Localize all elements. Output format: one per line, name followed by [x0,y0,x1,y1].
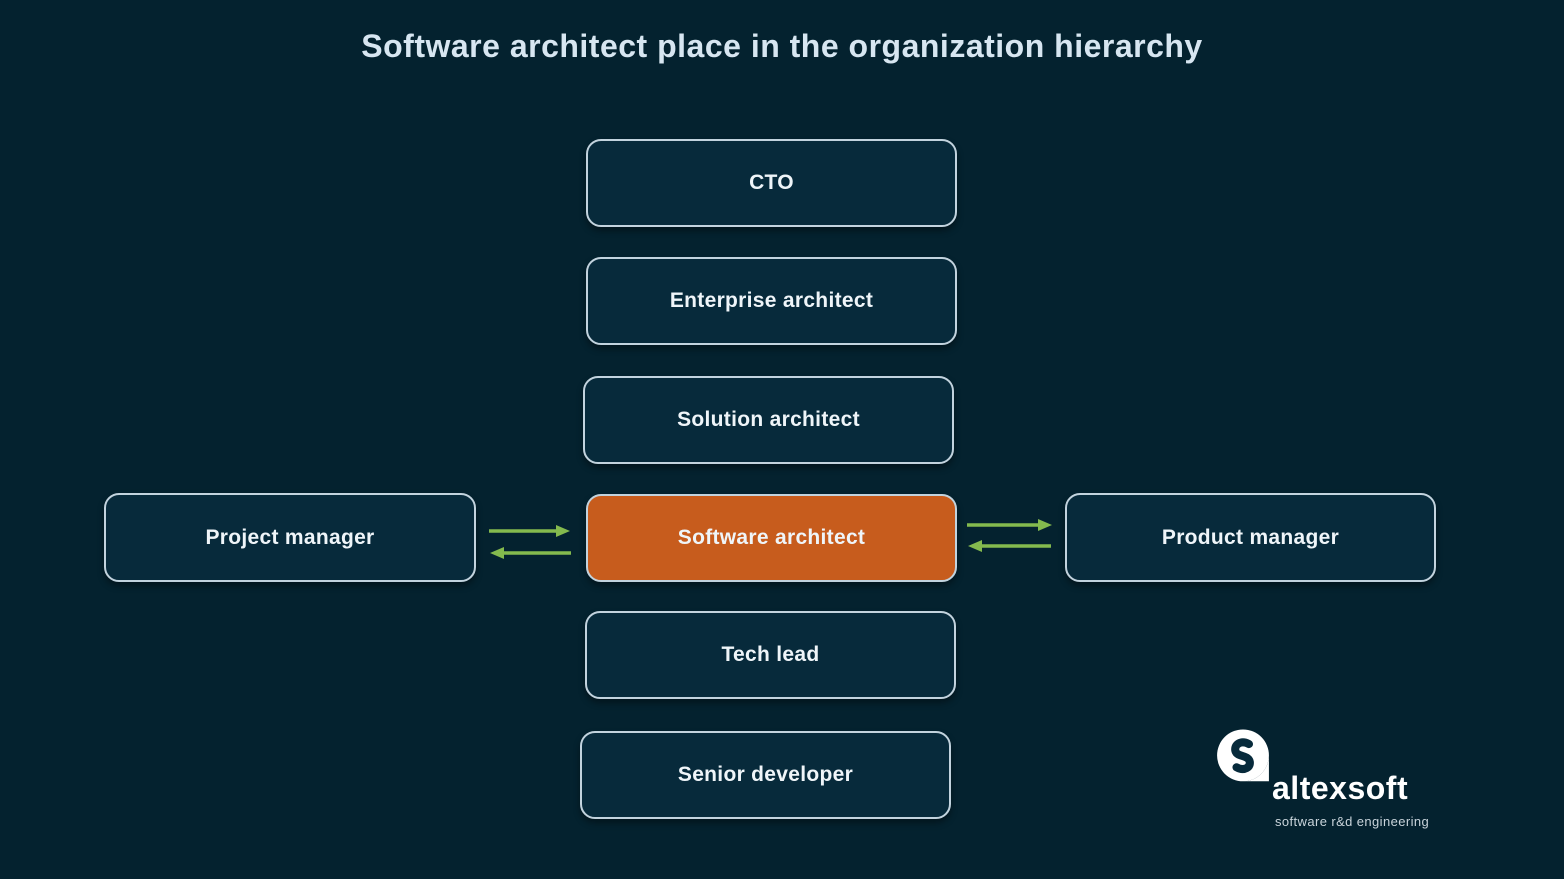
node-enterprise-architect: Enterprise architect [586,257,957,345]
diagram-title: Software architect place in the organiza… [361,28,1203,64]
node-product-manager: Product manager [1065,493,1436,582]
bidirectional-arrows-left-icon [489,525,571,559]
node-solution-architect: Solution architect [583,376,954,464]
altexsoft-logo-icon [1217,729,1269,782]
node-cto: CTO [586,139,957,227]
node-software-architect: Software architect [586,494,957,582]
node-senior-developer: Senior developer [580,731,951,819]
altexsoft-logo: altexsoft software r&d engineering [1190,718,1450,848]
logo-tagline: software r&d engineering [1275,814,1430,829]
node-project-manager: Project manager [104,493,476,582]
node-tech-lead: Tech lead [585,611,956,699]
bidirectional-arrows-right-icon [967,519,1052,552]
logo-name: altexsoft [1272,770,1409,806]
